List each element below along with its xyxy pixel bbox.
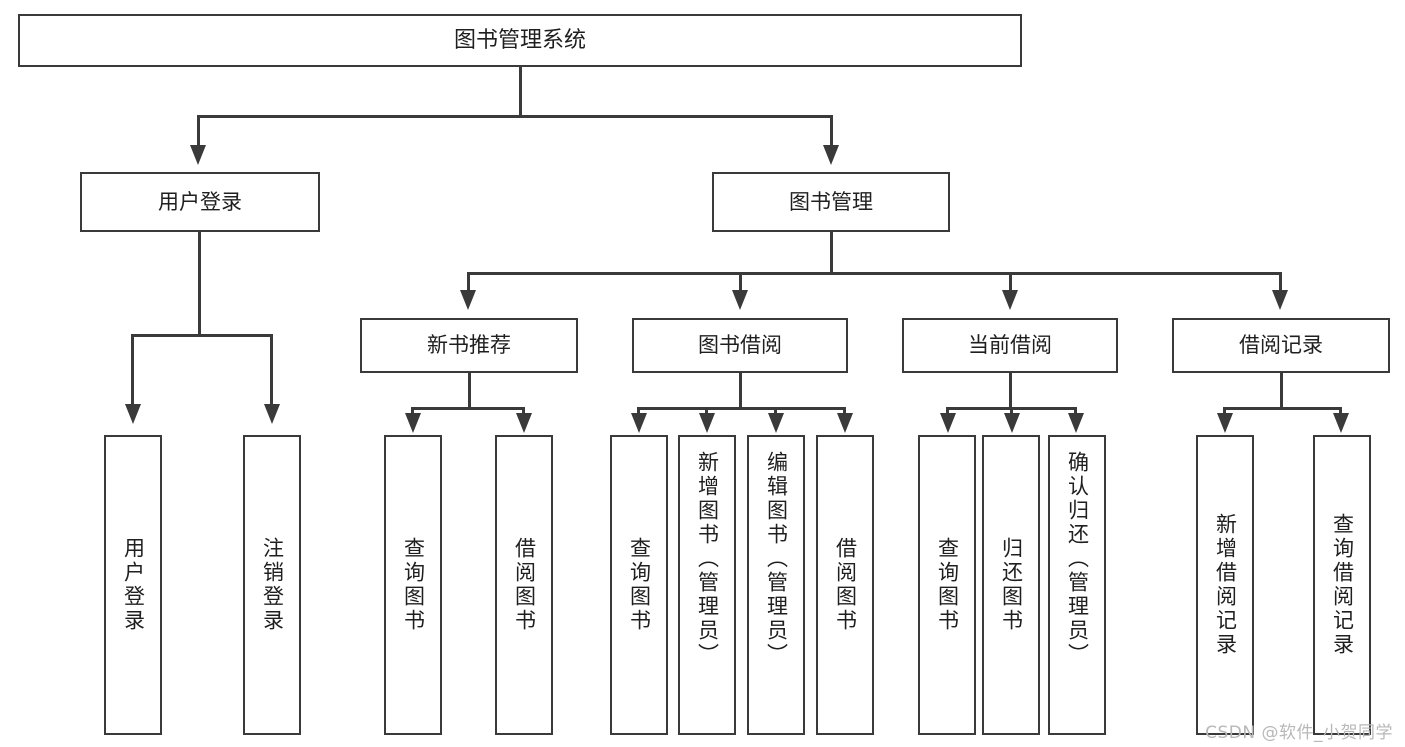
connector-book-borrow-to-leaf-1	[705, 407, 708, 417]
arrowhead-current-borrow-leaf-2	[1068, 413, 1084, 433]
connector-book-manage-bar	[467, 272, 1281, 275]
node-book-borrow[interactable]: 图书借阅	[632, 318, 848, 373]
node-current-borrow[interactable]: 当前借阅	[902, 318, 1118, 373]
leaf-current-borrow-2[interactable]: 确认归还（管理员）	[1048, 435, 1106, 735]
connector-book-borrow-bar	[637, 407, 846, 410]
node-new-book-recommend[interactable]: 新书推荐	[360, 318, 578, 373]
connector-root-bar	[197, 115, 833, 118]
arrowhead-book-borrow-leaf-1	[699, 413, 715, 433]
arrowhead-book-borrow-leaf-0	[631, 413, 647, 433]
connector-current-borrow-stem	[1009, 373, 1012, 410]
connector-book-borrow-to-leaf-3	[843, 407, 846, 417]
connector-book-borrow-to-leaf-0	[637, 407, 640, 417]
leaf-user-login-1[interactable]: 注销登录	[243, 435, 301, 735]
leaf-label: 查询图书	[401, 537, 426, 633]
leaf-borrow-record-1[interactable]: 查询借阅记录	[1313, 435, 1371, 735]
connector-book-manage-to-lvl3-0	[467, 272, 470, 292]
node-borrow-record[interactable]: 借阅记录	[1172, 318, 1390, 373]
connector-new-book-bar	[411, 407, 525, 410]
leaf-label: 借阅图书	[512, 537, 537, 633]
node-user-login[interactable]: 用户登录	[80, 172, 320, 232]
connector-borrow-record-to-leaf-1	[1339, 407, 1342, 417]
connector-new-book-to-leaf-0	[411, 407, 414, 417]
connector-root-to-user-login	[197, 115, 200, 147]
leaf-label: 查询借阅记录	[1330, 513, 1355, 657]
leaf-user-login-0[interactable]: 用户登录	[104, 435, 162, 735]
arrowhead-current-borrow-leaf-1	[1004, 413, 1020, 433]
leaf-label: 编辑图书（管理员）	[764, 451, 789, 667]
leaf-label: 借阅图书	[833, 537, 858, 633]
arrowhead-new-book-leaf-0	[405, 413, 421, 433]
connector-user-login-bar	[131, 334, 270, 337]
arrowhead-book-borrow-leaf-2	[768, 413, 784, 433]
arrowhead-current-borrow-leaf-0	[940, 413, 956, 433]
connector-new-book-to-leaf-1	[522, 407, 525, 417]
connector-root-stem	[519, 67, 522, 115]
connector-book-manage-to-lvl3-3	[1279, 272, 1282, 292]
arrowhead-root-to-user-login	[190, 145, 206, 165]
leaf-label: 查询图书	[935, 537, 960, 633]
connector-book-manage-to-lvl3-1	[739, 272, 742, 292]
connector-book-manage-stem	[830, 232, 833, 274]
leaf-label: 新增图书（管理员）	[695, 451, 720, 667]
connector-user-login-to-leaf-0	[131, 334, 134, 406]
arrowhead-borrow-record-leaf-1	[1333, 413, 1349, 433]
arrowhead-book-borrow-leaf-3	[837, 413, 853, 433]
connector-user-login-stem	[198, 232, 201, 336]
arrowhead-user-login-leaf-1	[264, 404, 280, 424]
leaf-label: 确认归还（管理员）	[1065, 451, 1090, 667]
arrowhead-book-manage-lvl3-2	[1002, 290, 1018, 310]
leaf-current-borrow-1[interactable]: 归还图书	[982, 435, 1040, 735]
connector-new-book-stem	[468, 373, 471, 410]
connector-borrow-record-to-leaf-0	[1223, 407, 1226, 417]
leaf-label: 注销登录	[260, 537, 285, 633]
leaf-label: 用户登录	[121, 537, 146, 633]
connector-current-borrow-to-leaf-0	[946, 407, 949, 417]
arrowhead-book-manage-lvl3-1	[732, 290, 748, 310]
leaf-label: 新增借阅记录	[1213, 513, 1238, 657]
leaf-book-borrow-3[interactable]: 借阅图书	[816, 435, 874, 735]
arrowhead-new-book-leaf-1	[516, 413, 532, 433]
connector-user-login-to-leaf-1	[270, 334, 273, 406]
node-root-system[interactable]: 图书管理系统	[18, 14, 1022, 67]
arrowhead-book-manage-lvl3-0	[460, 290, 476, 310]
connector-current-borrow-to-leaf-2	[1074, 407, 1077, 417]
connector-book-manage-to-lvl3-2	[1009, 272, 1012, 292]
leaf-book-borrow-2[interactable]: 编辑图书（管理员）	[747, 435, 805, 735]
connector-current-borrow-to-leaf-1	[1010, 407, 1013, 417]
arrowhead-borrow-record-leaf-0	[1217, 413, 1233, 433]
node-book-management[interactable]: 图书管理	[712, 172, 950, 232]
leaf-current-borrow-0[interactable]: 查询图书	[918, 435, 976, 735]
connector-borrow-record-bar	[1223, 407, 1342, 410]
leaf-label: 归还图书	[999, 537, 1024, 633]
connector-book-borrow-to-leaf-2	[774, 407, 777, 417]
arrowhead-user-login-leaf-0	[125, 404, 141, 424]
connector-root-to-book-manage	[830, 115, 833, 147]
leaf-borrow-record-0[interactable]: 新增借阅记录	[1196, 435, 1254, 735]
leaf-book-borrow-1[interactable]: 新增图书（管理员）	[678, 435, 736, 735]
connector-book-borrow-stem	[739, 373, 742, 410]
leaf-book-borrow-0[interactable]: 查询图书	[610, 435, 668, 735]
arrowhead-root-to-book-manage	[823, 145, 839, 165]
connector-borrow-record-stem	[1280, 373, 1283, 410]
leaf-new-book-recommend-0[interactable]: 查询图书	[384, 435, 442, 735]
leaf-new-book-recommend-1[interactable]: 借阅图书	[495, 435, 553, 735]
arrowhead-book-manage-lvl3-3	[1272, 290, 1288, 310]
leaf-label: 查询图书	[627, 537, 652, 633]
